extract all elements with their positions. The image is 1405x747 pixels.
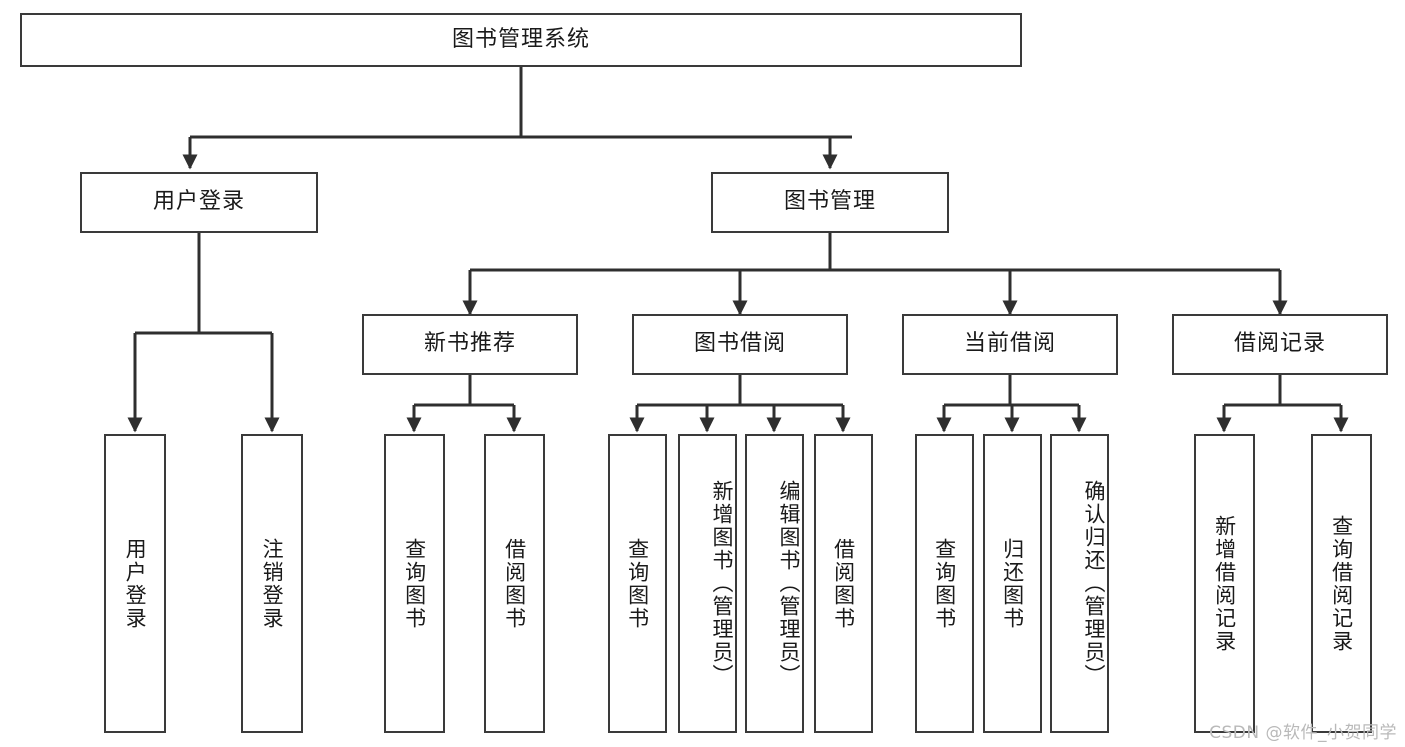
node-label: 查询图书 — [625, 537, 650, 630]
leaf-edit-book-admin[interactable]: 编辑图书（管理员） — [745, 434, 804, 733]
node-root-system[interactable]: 图书管理系统 — [20, 13, 1022, 67]
node-label: 借阅图书 — [831, 537, 856, 630]
leaf-return-book[interactable]: 归还图书 — [983, 434, 1042, 733]
node-label: 图书借阅 — [693, 331, 786, 357]
node-borrow-record[interactable]: 借阅记录 — [1172, 314, 1388, 375]
node-label: 查询图书 — [402, 537, 427, 630]
leaf-add-book-admin[interactable]: 新增图书（管理员） — [678, 434, 737, 733]
node-book-borrow[interactable]: 图书借阅 — [632, 314, 848, 375]
leaf-user-logout[interactable]: 注销登录 — [241, 434, 303, 733]
node-current-borrow[interactable]: 当前借阅 — [902, 314, 1118, 375]
leaf-query-book-recommend[interactable]: 查询图书 — [384, 434, 445, 733]
node-label: 用户登录 — [152, 189, 245, 215]
node-label: 新增图书（管理员） — [710, 480, 734, 687]
node-label: 新书推荐 — [423, 331, 516, 357]
leaf-confirm-return-admin[interactable]: 确认归还（管理员） — [1050, 434, 1109, 733]
leaf-borrow-book-recommend[interactable]: 借阅图书 — [484, 434, 545, 733]
node-label: 归还图书 — [1000, 537, 1025, 630]
leaf-borrow-book[interactable]: 借阅图书 — [814, 434, 873, 733]
node-label: 编辑图书（管理员） — [777, 480, 801, 687]
leaf-user-login[interactable]: 用户登录 — [104, 434, 166, 733]
node-label: 新增借阅记录 — [1212, 514, 1237, 653]
node-book-management[interactable]: 图书管理 — [711, 172, 949, 233]
leaf-add-borrow-record[interactable]: 新增借阅记录 — [1194, 434, 1255, 733]
node-label: 用户登录 — [123, 537, 148, 630]
node-label: 图书管理 — [783, 189, 876, 215]
node-new-book-recommend[interactable]: 新书推荐 — [362, 314, 578, 375]
node-label: 查询图书 — [932, 537, 957, 630]
leaf-query-book-current[interactable]: 查询图书 — [915, 434, 974, 733]
node-label: 借阅图书 — [502, 537, 527, 630]
leaf-query-borrow-record[interactable]: 查询借阅记录 — [1311, 434, 1372, 733]
node-label: 查询借阅记录 — [1329, 514, 1354, 653]
watermark: CSDN @软件_小贺同学 — [1209, 723, 1397, 743]
node-label: 注销登录 — [260, 537, 285, 630]
node-label: 借阅记录 — [1233, 331, 1326, 357]
node-label: 当前借阅 — [963, 331, 1056, 357]
node-user-login[interactable]: 用户登录 — [80, 172, 318, 233]
node-label: 图书管理系统 — [451, 26, 590, 52]
leaf-query-book-borrow[interactable]: 查询图书 — [608, 434, 667, 733]
node-label: 确认归还（管理员） — [1082, 480, 1106, 687]
